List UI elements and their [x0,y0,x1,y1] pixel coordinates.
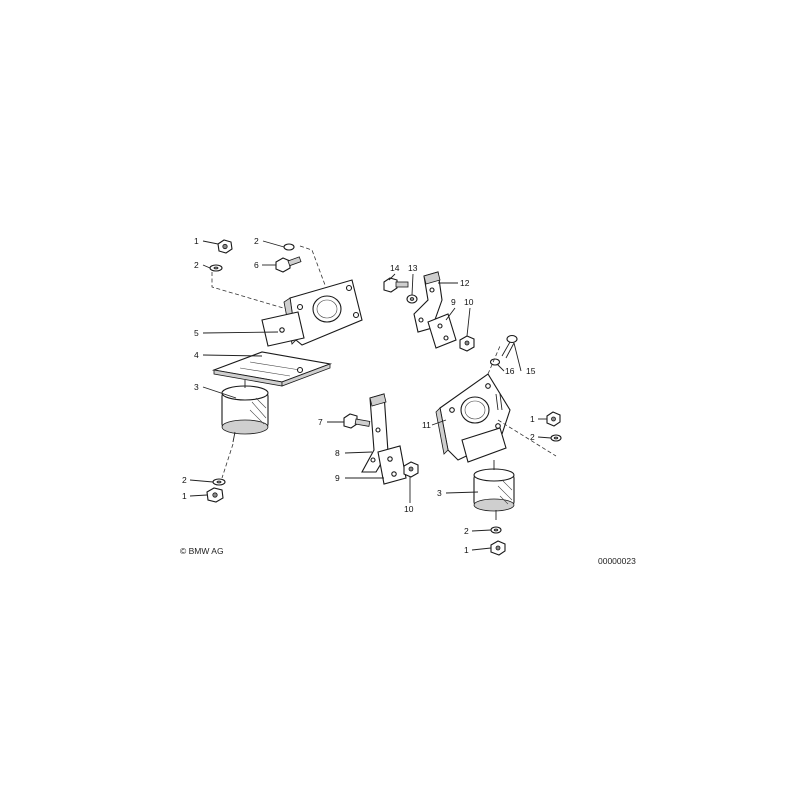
copyright-text: © BMW AG [180,546,224,556]
callout-15: 15 [526,366,536,376]
callout-12: 12 [460,278,470,288]
washer-part [406,294,418,304]
callout-10: 10 [464,297,474,307]
callout-16: 16 [505,366,515,376]
bolt-part [501,334,518,359]
callout-2: 2 [194,260,199,270]
callout-14: 14 [390,263,400,273]
washer-part [550,434,562,442]
hex-nut-part [403,461,419,478]
hex-nut-part [206,487,224,503]
leader-lines [189,240,552,551]
callout-9: 9 [451,297,456,307]
bracket-part [413,271,443,333]
washer-part [283,243,295,251]
callout-labels: 1 2 2 6 5 4 3 2 1 7 8 9 10 14 13 12 9 10… [182,236,536,555]
rubber-mount-part [221,380,269,443]
callout-2: 2 [464,526,469,536]
callout-3: 3 [194,382,199,392]
callout-7: 7 [318,417,323,427]
callout-2: 2 [530,432,535,442]
callout-1: 1 [530,414,535,424]
washer-part [209,264,223,272]
callout-13: 13 [408,263,418,273]
washer-part [490,526,502,534]
callout-3: 3 [437,488,442,498]
bracket-part [261,279,363,347]
hex-nut-part [490,540,506,556]
callout-4: 4 [194,350,199,360]
callout-8: 8 [335,448,340,458]
bolt-part [383,277,409,293]
rubber-mount-part [473,460,515,520]
washer-part [212,478,226,486]
bracket-part [435,373,511,463]
callout-1: 1 [194,236,199,246]
plate-part [377,445,407,485]
callout-1: 1 [182,491,187,501]
callout-2: 2 [254,236,259,246]
callout-2: 2 [182,475,187,485]
callout-10: 10 [404,504,414,514]
bolt-part [343,413,371,429]
drawing-number: 00000023 [598,556,636,566]
plate-part [211,351,333,387]
hex-nut-part [459,335,475,352]
callout-1: 1 [464,545,469,555]
callout-9: 9 [335,473,340,483]
callout-6: 6 [254,260,259,270]
plate-part [427,313,457,349]
hex-nut-part [546,411,561,427]
callout-11: 11 [422,420,431,430]
hex-nut-part [217,239,233,254]
callout-5: 5 [194,328,199,338]
washer-part [489,358,501,366]
bolt-part [275,256,302,273]
